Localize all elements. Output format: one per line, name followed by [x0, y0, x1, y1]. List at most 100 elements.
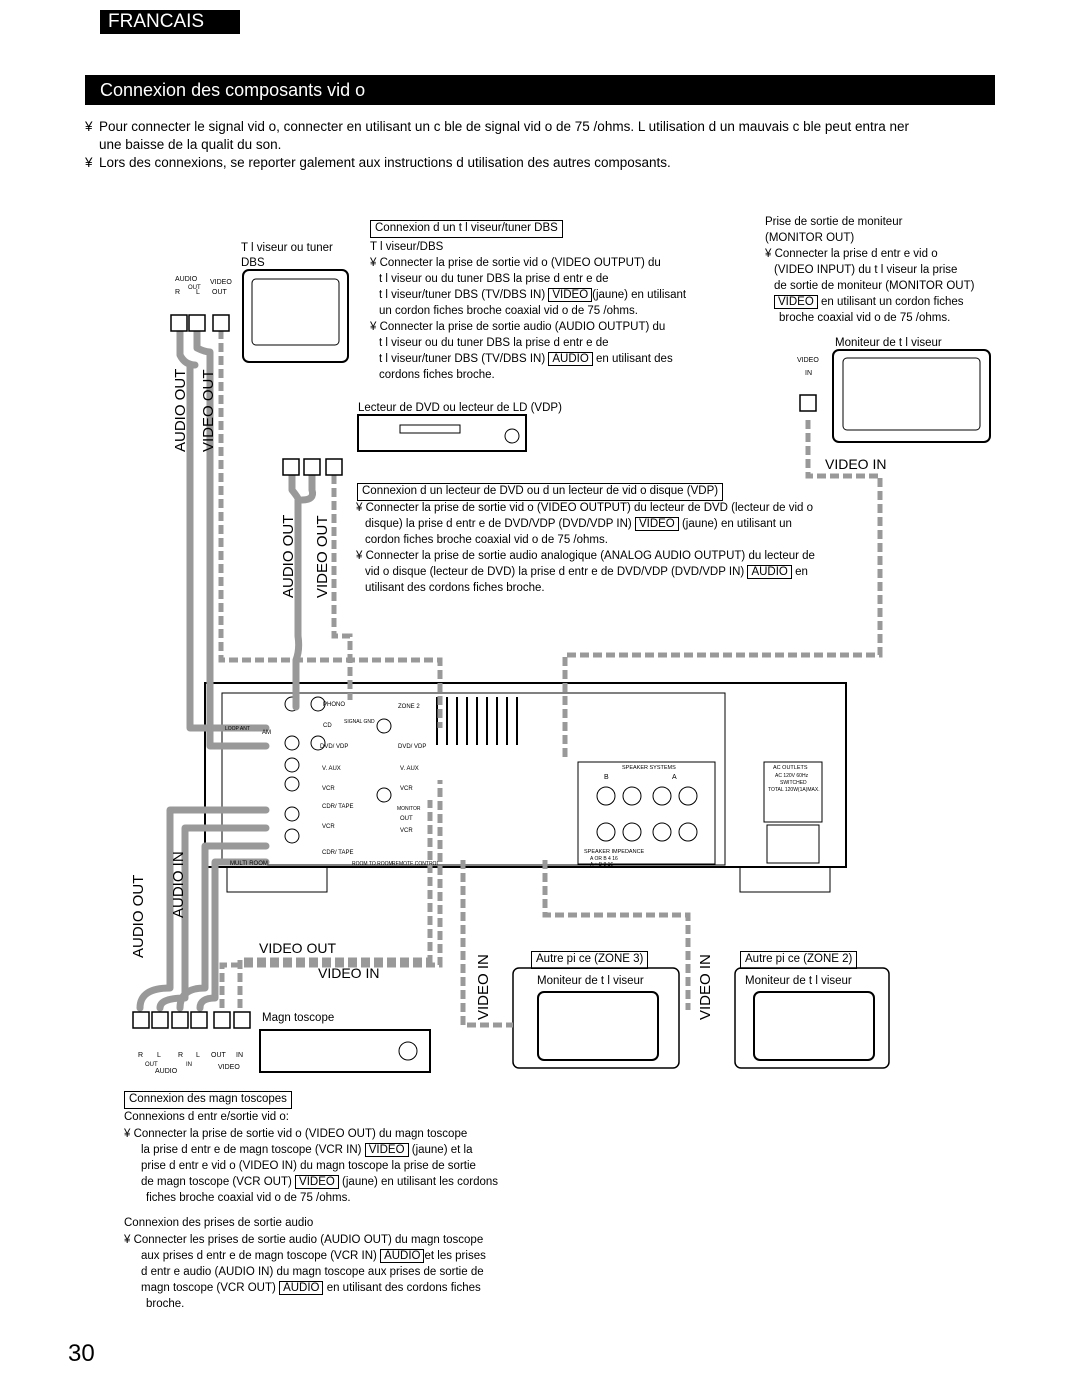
rx-label: OUT	[400, 816, 413, 822]
vcr-jack-label: IN	[186, 1062, 192, 1068]
jack-label-out: OUT	[212, 289, 227, 296]
video-in-label: VIDEO IN	[697, 954, 714, 1020]
vcr-instruction: ¥ Connecter la prise de sortie vid o (VI…	[124, 1128, 468, 1140]
rx-label: CD	[323, 723, 332, 729]
jack-label-audio: AUDIO	[175, 276, 198, 283]
vcr-jack-label: OUT	[211, 1052, 226, 1059]
vcr-instruction: la prise d entr e de magn toscope (VCR I…	[141, 1143, 473, 1157]
jack-label-video: VIDEO	[210, 279, 232, 286]
video-out-label: VIDEO OUT	[200, 369, 217, 452]
rx-label: AM	[262, 730, 271, 736]
rx-label: A + B 8 16	[590, 862, 614, 868]
zone2-monitor-label: Moniteur de t l viseur	[745, 975, 852, 987]
vcr-subtitle: Connexions d entr e/sortie vid o:	[124, 1111, 289, 1123]
vcr-subtitle: Connexion des prises de sortie audio	[124, 1217, 314, 1229]
tv-dbs-instruction: ¥ Connecter la prise de sortie audio (AU…	[370, 321, 666, 333]
monitor-label-1: Prise de sortie de moniteur	[765, 216, 903, 228]
rx-label: VCR	[400, 786, 413, 792]
tv-dbs-instruction: t l viseur ou du tuner DBS la prise d en…	[379, 337, 609, 349]
intro-bullet-1: ¥ Pour connecter le signal vid o, connec…	[85, 119, 909, 152]
video-tag: VIDEO	[774, 295, 818, 309]
dvd-instruction: ¥ Connecter la prise de sortie audio ana…	[356, 550, 815, 562]
tv-dbs-section-title: Connexion d un t l viseur/tuner DBS	[370, 220, 563, 238]
jack-label-l: L	[196, 289, 200, 296]
tv-dbs-subtitle: T l viseur/DBS	[370, 241, 444, 253]
video-tag: VIDEO	[364, 1143, 409, 1157]
rx-label: MONITOR	[397, 806, 421, 812]
dvd-section-title: Connexion d un lecteur de DVD ou d un le…	[357, 483, 724, 501]
audio-tag: AUDIO	[548, 352, 593, 366]
vcr-instruction: ¥ Connecter les prises de sortie audio (…	[124, 1234, 484, 1246]
rx-label: DVD/ VDP	[398, 744, 427, 750]
dvd-instruction: vid o disque (lecteur de DVD) la prise d…	[365, 565, 808, 579]
rx-label: A OR B 4 16	[590, 856, 618, 862]
tv-dbs-instruction: cordons fiches broche.	[379, 369, 495, 381]
dvd-instruction: cordon fiches broche coaxial vid o de 75…	[365, 534, 608, 546]
vcr-video-out-label: VIDEO OUT	[259, 940, 337, 956]
vcr-jack-label: AUDIO	[155, 1068, 178, 1075]
rx-label: VCR	[400, 828, 413, 834]
rx-label: A	[672, 774, 677, 781]
dvd-instruction: utilisant des cordons fiches broche.	[365, 582, 545, 594]
audio-tag: AUDIO	[279, 1281, 324, 1295]
vcr-jack-label: IN	[236, 1052, 243, 1059]
audio-tag: AUDIO	[747, 565, 792, 579]
vcr-jack-label: L	[157, 1052, 161, 1059]
page-number: 30	[68, 1340, 95, 1367]
rx-label: AC OUTLETS	[773, 765, 808, 771]
video-tag: VIDEO	[634, 517, 679, 531]
dvd-instruction: ¥ Connecter la prise de sortie vid o (VI…	[356, 502, 813, 514]
monitor-device	[832, 349, 991, 443]
vcr-instruction: fiches broche coaxial vid o de 75 /ohms.	[146, 1192, 351, 1204]
jack-label-out: OUT	[188, 285, 201, 291]
rx-label: VCR	[322, 786, 335, 792]
zone3-title: Autre pi ce (ZONE 3)	[531, 951, 649, 969]
rx-label: SIGNAL GND	[344, 719, 375, 725]
tv-dbs-label-2: DBS	[241, 257, 265, 269]
audio-in-label: AUDIO IN	[170, 851, 187, 918]
audio-out-label: AUDIO OUT	[130, 874, 147, 958]
dvd-player-device	[357, 414, 527, 452]
monitor-jack-label: IN	[805, 370, 812, 377]
vcr-jack-label: R	[178, 1052, 184, 1059]
vcr-instruction: prise d entr e vid o (VIDEO IN) du magn …	[141, 1160, 476, 1172]
monitor-device-label: Moniteur de t l viseur	[835, 337, 942, 349]
rx-label: TOTAL 120W(1A)MAX.	[768, 787, 820, 793]
rx-label: MULTI ROOM	[230, 861, 268, 867]
vcr-instruction: magn toscope (VCR OUT) AUDIO en utilisan…	[141, 1281, 481, 1295]
rx-label: VCR	[322, 824, 335, 830]
intro-bullet-2: ¥ Lors des connexions, se reporter galem…	[85, 155, 671, 170]
rx-label: V. AUX	[400, 766, 419, 772]
monitor-instruction: broche coaxial vid o de 75 /ohms.	[779, 312, 951, 324]
video-tag: VIDEO	[295, 1175, 339, 1189]
rx-label: PHONO	[323, 702, 346, 708]
vcr-instruction: broche.	[146, 1298, 185, 1310]
vcr-device	[259, 1029, 431, 1073]
tv-dbs-instruction: t l viseur ou du tuner DBS la prise d en…	[379, 273, 609, 285]
tv-dbs-instruction: ¥ Connecter la prise de sortie vid o (VI…	[370, 257, 661, 269]
monitor-video-in-label: VIDEO IN	[825, 456, 887, 472]
tv-dbs-instruction: t l viseur/tuner DBS (TV/DBS IN) AUDIO e…	[379, 352, 673, 366]
rx-label: SWITCHED	[780, 780, 807, 786]
rx-label: DVD/ VDP	[320, 744, 349, 750]
vcr-video-in-label: VIDEO IN	[318, 965, 380, 981]
video-in-label: VIDEO IN	[475, 954, 492, 1020]
vcr-jack-label: OUT	[145, 1062, 158, 1068]
rx-label: SPEAKER SYSTEMS	[622, 765, 676, 771]
monitor-label-2: (MONITOR OUT)	[765, 232, 855, 244]
vcr-instruction: d entr e audio (AUDIO IN) du magn toscop…	[141, 1266, 484, 1278]
dvd-instruction: disque) la prise d entr e de DVD/VDP (DV…	[365, 517, 792, 531]
rx-label: V. AUX	[322, 766, 341, 772]
zone2-title: Autre pi ce (ZONE 2)	[740, 951, 858, 969]
rx-label: CDR/ TAPE	[322, 804, 354, 810]
tv-dbs-instruction: un cordon fiches broche coaxial vid o de…	[379, 305, 638, 317]
jack-label-r: R	[175, 289, 181, 296]
section-title: Connexion des composants vid o	[85, 75, 995, 105]
rx-label: CDR/ TAPE	[322, 850, 354, 856]
video-tag: VIDEO	[548, 288, 593, 302]
zone3-monitor-label: Moniteur de t l viseur	[537, 975, 644, 987]
dvd-device-label: Lecteur de DVD ou lecteur de LD (VDP)	[358, 402, 562, 414]
vcr-section-title: Connexion des magn toscopes	[124, 1091, 292, 1109]
monitor-instruction: de sortie de moniteur (MONITOR OUT)	[774, 280, 975, 292]
